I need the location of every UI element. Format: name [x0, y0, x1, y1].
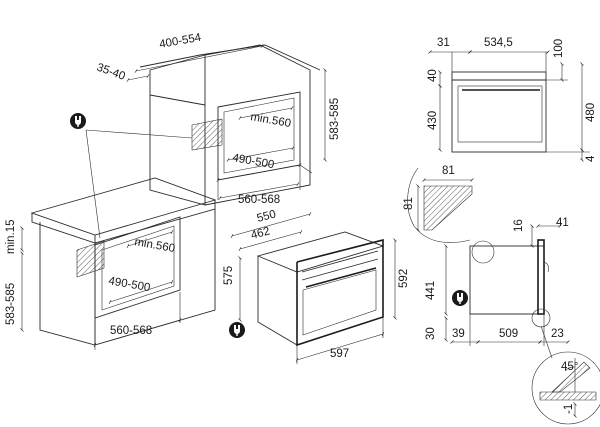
door-offset: -1: [563, 404, 575, 414]
under-cutout-width: 490-500: [107, 275, 151, 294]
door-detail: 45° -1: [531, 325, 600, 425]
corner-width: 81: [442, 165, 455, 177]
top-inner-width: 534,5: [484, 37, 513, 49]
oven-width: 597: [330, 348, 349, 360]
top-right-offset: 100: [553, 39, 565, 58]
column-min-depth: min.560: [249, 111, 291, 130]
side-door-depth: 41: [556, 217, 569, 229]
door-angle: 45°: [561, 361, 578, 373]
top-view: 31 534,5 100 40 430 480 4: [427, 37, 597, 162]
under-min-gap: min.15: [5, 219, 17, 254]
top-step: 40: [427, 69, 439, 82]
column-installation: 400-554 35-40 583-585 560-568 490-500 mi…: [85, 32, 341, 239]
side-view: 16 41 441 30 39 509 23: [425, 217, 570, 346]
corner-detail: 81 81: [403, 165, 474, 243]
column-cutout-width: 490-500: [231, 152, 275, 171]
top-total-height: 480: [585, 103, 597, 122]
column-niche-width: 560-568: [238, 194, 280, 206]
side-front-offset: 39: [452, 328, 465, 340]
under-counter-installation: min.15 583-585 560-568 490-500 min.560: [5, 177, 217, 350]
side-body-depth: 509: [499, 328, 518, 340]
top-bottom-gap: 4: [585, 155, 597, 162]
column-niche-height: 583-585: [329, 98, 341, 140]
power-plug-icon: [452, 290, 468, 306]
oven-height: 592: [398, 269, 410, 288]
side-handle-depth: 23: [551, 328, 564, 340]
power-plug-icon: [70, 113, 86, 129]
column-rear-gap: 35-40: [95, 62, 127, 83]
under-min-depth: min.560: [133, 236, 175, 255]
side-base-height: 30: [425, 327, 437, 340]
oven-perspective: 550 462 575 592 597: [223, 208, 410, 364]
oven-depth: 550: [256, 208, 278, 225]
under-niche-width: 560-568: [110, 325, 152, 337]
under-niche-height: 583-585: [5, 283, 17, 325]
oven-body-height: 575: [223, 266, 235, 285]
column-depth-range: 400-554: [158, 32, 202, 51]
oven-body-depth: 462: [250, 225, 272, 242]
top-body-height: 430: [427, 111, 439, 130]
side-top-gap: 16: [513, 219, 525, 232]
corner-height: 81: [403, 197, 415, 210]
side-body-height: 441: [425, 281, 437, 300]
top-left-offset: 31: [437, 37, 450, 49]
power-plug-icon: [229, 322, 245, 338]
